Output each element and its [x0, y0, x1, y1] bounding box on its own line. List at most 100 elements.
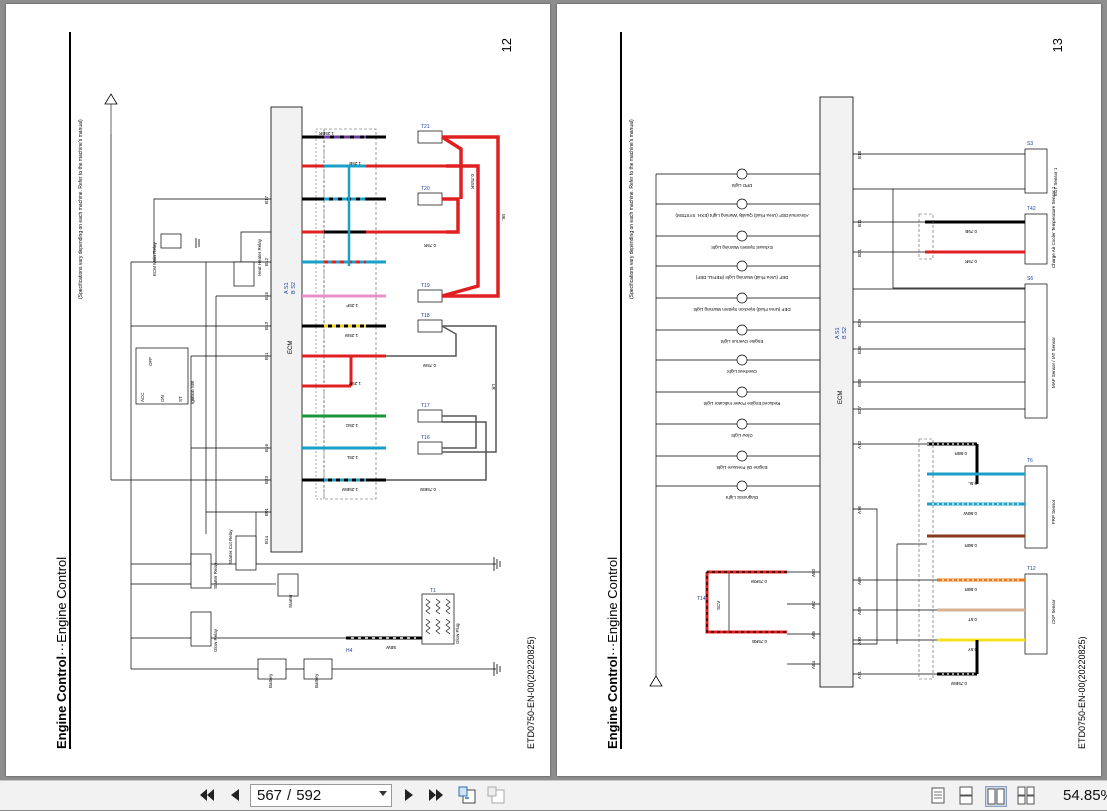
pin: B37: [857, 405, 862, 414]
wire-label: 1.25L: [346, 455, 358, 460]
label-starter-relay: Starter Relay: [213, 562, 218, 589]
label-glow-plug: Glow Plug: [455, 623, 460, 644]
single-page-view-icon: [931, 787, 945, 804]
ecm-label: ECM: [838, 391, 844, 404]
battery-1: [257, 658, 287, 680]
pin-b23: B23: [264, 475, 269, 484]
viewer-toolbar: 567 / 592 54.85%: [0, 780, 1107, 810]
continuous-view-icon: [959, 786, 973, 805]
heat-heater-relay: [233, 261, 255, 287]
wire-label: 0.5BR: [954, 451, 967, 456]
lamp-def-refill: DEF (Urea Fluid) Warning Light (REFILL D…: [695, 275, 788, 280]
lamp-reduced-power: Reduced Engine Power Indicator Light: [703, 401, 781, 406]
label-st: ST: [178, 396, 183, 402]
label-maf-iat: MAF Sensor / IAT Sensor: [1051, 337, 1056, 388]
id-t12: T12: [1027, 566, 1036, 572]
zoom-level[interactable]: 54.85%: [1063, 787, 1107, 804]
wire-label: 0.75BW: [950, 681, 967, 686]
lamp-oil-pressure: Engine Oil Pressure Light: [716, 465, 768, 470]
last-page-button[interactable]: [425, 785, 447, 805]
pin: B18: [857, 150, 862, 159]
extract-page-button[interactable]: [456, 785, 478, 805]
section-title: Engine Control···Engine Control: [605, 557, 620, 749]
wiring-diagram-page-13: 13 Engine Control···Engine Control ETD07…: [605, 32, 1087, 749]
label-charge-air: Charge Air Cooler Temperature Sensor 1: [1051, 186, 1056, 268]
first-page-button[interactable]: [196, 785, 218, 805]
pin: B36: [857, 345, 862, 354]
doc-code: ETD0750-EN-00(20220825): [526, 636, 536, 749]
pin: A69: [857, 576, 862, 585]
previous-page-button[interactable]: [224, 785, 246, 805]
pin: A84: [811, 660, 816, 669]
glow-plug: [421, 593, 455, 645]
conn-h4: H4: [346, 648, 353, 654]
wire-label: 1.25BW: [341, 487, 358, 492]
page-number-field[interactable]: 567 / 592: [250, 784, 392, 807]
conn-t21: T21: [421, 124, 430, 130]
id-t42: T42: [1027, 206, 1036, 212]
label-ecm-main-relay: ECM Main Relay: [152, 241, 157, 276]
id-t6: T6: [1027, 458, 1033, 464]
continuous-view-button[interactable]: [956, 786, 976, 805]
lamp-def-injection: DEF (Urea Fluid) Injection System Warnin…: [693, 307, 791, 312]
ecm-connector-b: B S2: [291, 282, 297, 294]
wire-label: 1.25P: [346, 303, 358, 308]
glow-relay: [190, 611, 212, 647]
pin: A83: [811, 568, 816, 577]
label-scv: SCV: [716, 601, 721, 610]
label-egt: EGT Sensor 1: [1053, 167, 1058, 196]
page-number: 12: [499, 38, 514, 52]
wiring-diagram-page-12: 12 Engine Control···Engine Control ETD07…: [54, 32, 536, 749]
single-page-view-button[interactable]: [928, 786, 948, 805]
page-13: 13 Engine Control···Engine Control ETD07…: [557, 4, 1101, 776]
chevron-down-icon[interactable]: [379, 791, 387, 796]
label-on: ON: [160, 395, 165, 402]
label-ignition-sw: Ignition SW: [190, 380, 195, 404]
document-viewport[interactable]: 12 Engine Control···Engine Control ETD07…: [0, 0, 1107, 780]
label-off: OFF: [148, 357, 153, 366]
two-page-view-icon: [987, 788, 1005, 805]
ecm-connector-b: B S2: [842, 327, 848, 339]
pin: B29: [857, 318, 862, 327]
conn-t19: T19: [421, 283, 430, 289]
wire-label: 0.75R: [964, 259, 977, 264]
conn-t20: T20: [421, 186, 430, 192]
insert-page-button[interactable]: [485, 785, 507, 805]
wire-label: 0.75SR: [470, 174, 475, 190]
pin: A76: [857, 505, 862, 514]
wire-label: 5BW: [385, 645, 396, 650]
wire-label: LR: [491, 384, 496, 391]
last-page-icon: [429, 789, 443, 801]
label-ckp: CKP Sensor: [1051, 599, 1056, 624]
insert-page-icon: [487, 786, 505, 804]
pin: A70: [857, 636, 862, 645]
pin: B08: [857, 378, 862, 387]
starter-relay: [190, 553, 212, 589]
conn-t18: T18: [421, 313, 430, 319]
wire-label: 1.25W: [344, 333, 358, 338]
pin-b13: B13: [264, 321, 269, 330]
total-pages: 592: [296, 787, 322, 804]
next-page-icon: [405, 789, 413, 801]
starter-motor: [277, 573, 299, 597]
pin: A85: [811, 630, 816, 639]
ecm-label: ECM: [288, 341, 294, 354]
id-s6: S6: [1027, 276, 1033, 282]
wire-label: 0.75RW: [750, 579, 767, 584]
pin-b11: B11: [264, 352, 269, 360]
page-12: 12 Engine Control···Engine Control ETD07…: [6, 4, 550, 776]
two-page-view-button[interactable]: [985, 786, 1007, 807]
section-title: Engine Control···Engine Control: [54, 557, 69, 749]
frp-sensor: [1024, 465, 1048, 549]
pin: A59: [857, 606, 862, 615]
lamp-overheat: Overheat Light: [726, 369, 756, 374]
two-page-continuous-button[interactable]: [1016, 786, 1036, 805]
label-frp: FRP Sensor: [1051, 499, 1056, 524]
wire-label: WL: [501, 214, 506, 221]
next-page-button[interactable]: [398, 785, 420, 805]
id-t14: T14: [697, 596, 706, 602]
pin-b14: B14: [264, 535, 269, 544]
previous-page-icon: [231, 789, 239, 801]
label-starter: Starter: [288, 594, 293, 608]
ecm-main-relay: [160, 233, 182, 249]
